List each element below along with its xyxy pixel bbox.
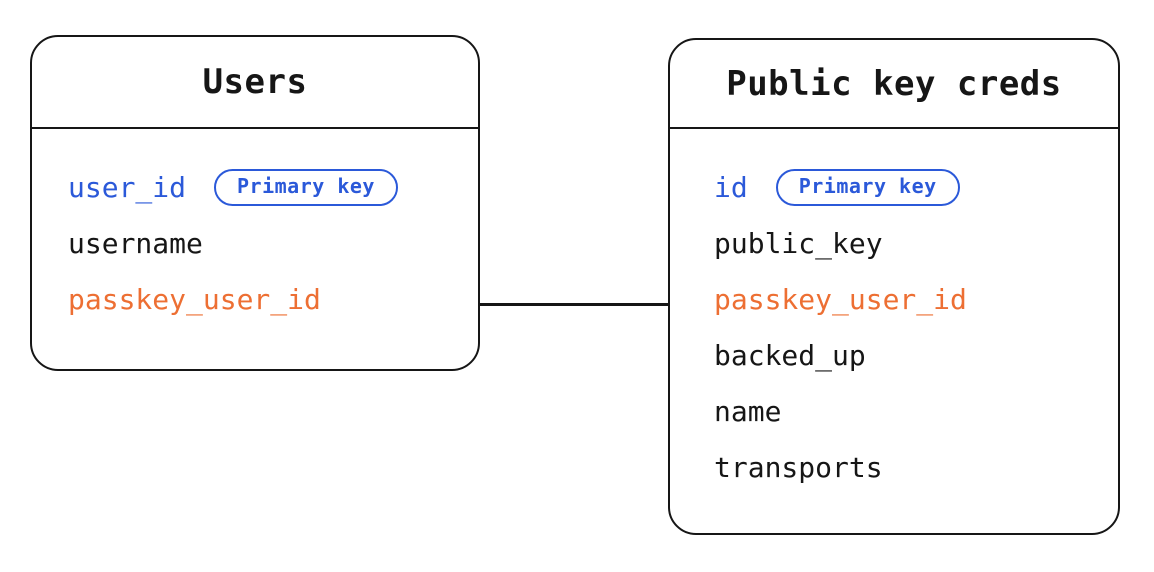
field-name: backed_up	[714, 338, 866, 372]
field-row: public_key	[670, 215, 1118, 271]
field-name: passkey_user_id	[714, 282, 967, 316]
table-title: Users	[202, 62, 308, 102]
field-name: name	[714, 394, 782, 428]
field-name: public_key	[714, 226, 883, 260]
table-title: Public key creds	[726, 63, 1062, 104]
primary-key-badge: Primary key	[775, 168, 960, 206]
field-row: passkey_user_id	[670, 271, 1118, 327]
field-row: passkey_user_id	[32, 271, 478, 327]
field-row: username	[32, 215, 478, 271]
users-table-body: user_id Primary key username passkey_use…	[32, 129, 478, 327]
field-row: id Primary key	[670, 159, 1118, 215]
field-row: user_id Primary key	[32, 159, 478, 215]
primary-key-badge: Primary key	[214, 168, 398, 206]
field-name: username	[68, 226, 203, 260]
field-row: backed_up	[670, 327, 1118, 383]
field-name: user_id	[68, 170, 187, 204]
users-table-header: Users	[32, 37, 478, 129]
public-key-creds-table: Public key creds id Primary key public_k…	[668, 38, 1120, 535]
field-name: transports	[714, 450, 883, 484]
public-key-creds-table-body: id Primary key public_key passkey_user_i…	[670, 129, 1118, 495]
field-name: passkey_user_id	[68, 282, 321, 316]
public-key-creds-table-header: Public key creds	[670, 40, 1118, 129]
users-table: Users user_id Primary key username passk…	[30, 35, 480, 371]
field-row: name	[670, 383, 1118, 439]
field-name: id	[714, 170, 748, 204]
field-row: transports	[670, 439, 1118, 495]
relationship-line	[480, 303, 668, 306]
